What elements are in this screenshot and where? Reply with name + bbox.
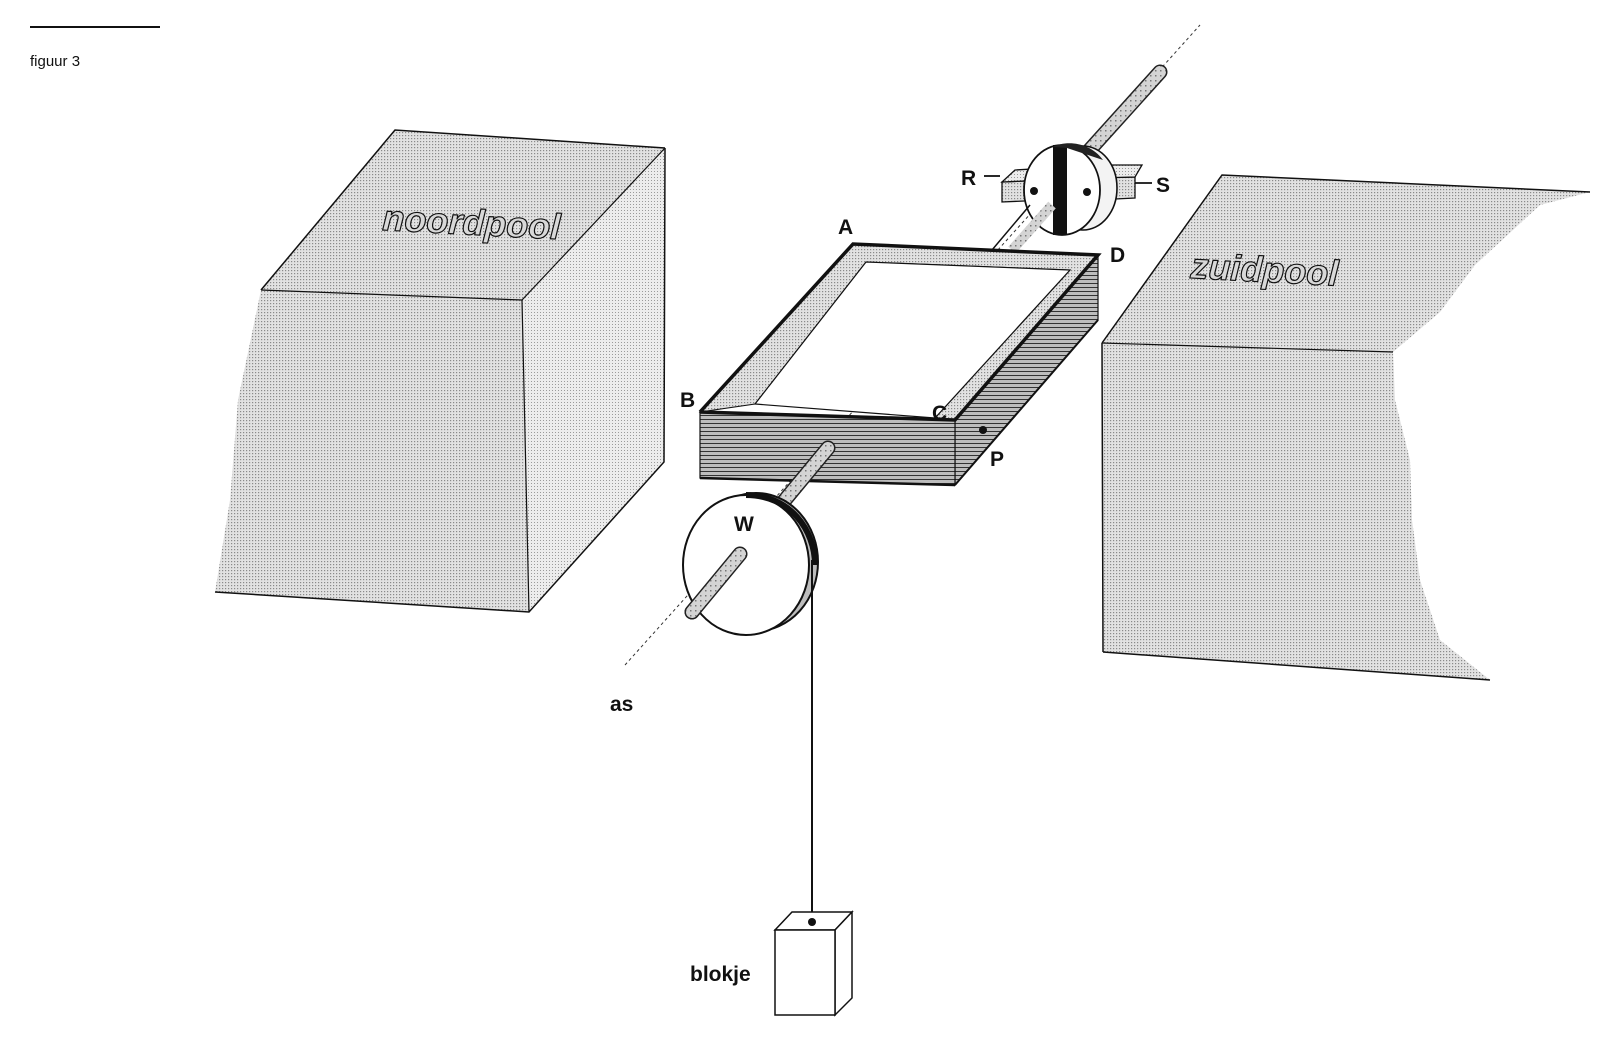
label-d: D	[1110, 244, 1125, 267]
coil: A B C D P	[680, 216, 1125, 487]
figure-caption: figuur 3	[30, 53, 80, 70]
coil-outer-edge	[698, 242, 1102, 422]
south-pole-magnet: zuidpool	[1101, 174, 1591, 681]
contact-dot-r	[1030, 187, 1038, 195]
label-as: as	[610, 693, 633, 716]
label-b: B	[680, 389, 695, 412]
label-s: S	[1156, 174, 1170, 197]
north-pole-top-face	[261, 130, 665, 300]
wheel: W	[682, 492, 819, 636]
block-front	[774, 929, 836, 1016]
south-pole-front-face	[1102, 343, 1490, 680]
commutator: R S	[961, 143, 1170, 236]
north-pole-label: noordpool	[382, 197, 563, 247]
south-pole-label: zuidpool	[1189, 245, 1341, 294]
label-a: A	[838, 216, 853, 239]
contact-dot-s	[1083, 188, 1091, 196]
label-blokje: blokje	[690, 963, 751, 986]
label-w: W	[734, 513, 754, 536]
block: blokje	[690, 910, 854, 1017]
north-pole-magnet: noordpool	[214, 129, 666, 613]
label-p: P	[990, 448, 1004, 471]
label-r: R	[961, 167, 976, 190]
north-pole-side-face	[522, 148, 665, 612]
point-p-dot	[979, 426, 987, 434]
coil-lead-1	[991, 204, 1031, 251]
label-c: C	[932, 402, 947, 425]
south-pole-top-face	[1102, 175, 1590, 352]
north-pole-front-face	[215, 290, 529, 612]
